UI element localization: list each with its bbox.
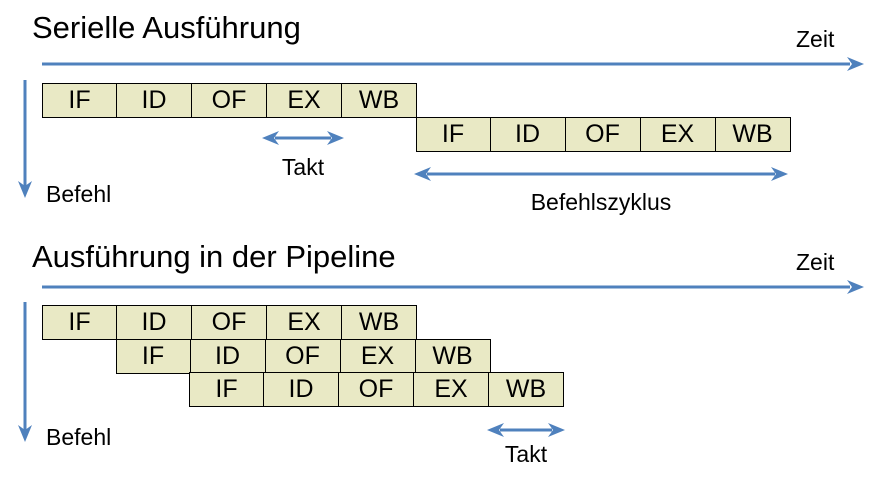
stage-cell-of: OF [192,83,267,118]
stage-cell-ex: EX [414,372,489,407]
stage-cell-id: ID [264,372,339,407]
instruction-axis-caption: Befehl [46,181,112,207]
stage-cell-if: IF [42,305,117,340]
serial-instruction-1-row: IF ID OF EX WB [42,83,417,118]
stage-cell-if: IF [415,116,491,152]
instruction-axis-caption: Befehl [46,424,112,450]
stage-cell-id: ID [117,305,192,340]
stage-cell-of: OF [192,305,267,340]
stage-cell-wb: WB [489,372,564,407]
time-axis-label: Zeit [796,26,835,52]
stage-cell-of: OF [265,338,341,374]
time-axis-arrow [42,280,864,294]
time-axis-label: Zeit [796,249,835,275]
takt-caption: Takt [281,154,325,180]
stage-cell-ex: EX [340,338,416,374]
serial-instruction-2-row: IF ID OF EX WB [415,116,791,152]
instruction-axis-arrow [18,302,32,442]
stage-cell-of: OF [565,116,641,152]
stage-cell-if: IF [189,372,264,407]
stage-cell-if: IF [42,83,117,118]
stage-cell-wb: WB [342,83,417,118]
takt-span-arrow [487,423,565,437]
stage-cell-id: ID [117,83,192,118]
stage-cell-ex: EX [267,83,342,118]
instruction-axis-arrow [18,80,32,198]
takt-span-arrow [262,131,344,145]
stage-cell-wb: WB [342,305,417,340]
stage-cell-id: ID [490,116,566,152]
stage-cell-ex: EX [267,305,342,340]
stage-cell-wb: WB [715,116,791,152]
stage-cell-wb: WB [415,338,491,374]
befehlszyklus-caption: Befehlszyklus [530,189,672,215]
pipeline-instruction-3-row: IF ID OF EX WB [189,372,564,407]
time-axis-arrow [42,57,864,71]
pipeline-instruction-2-row: IF ID OF EX WB [115,338,491,374]
pipeline-section-title: Ausführung in der Pipeline [32,239,396,274]
stage-cell-id: ID [190,338,266,374]
serial-section-title: Serielle Ausführung [32,10,301,45]
stage-cell-of: OF [339,372,414,407]
takt-caption: Takt [504,441,548,467]
pipeline-instruction-1-row: IF ID OF EX WB [42,305,417,340]
stage-cell-if: IF [115,338,191,374]
stage-cell-ex: EX [640,116,716,152]
befehlszyklus-span-arrow [414,167,788,181]
